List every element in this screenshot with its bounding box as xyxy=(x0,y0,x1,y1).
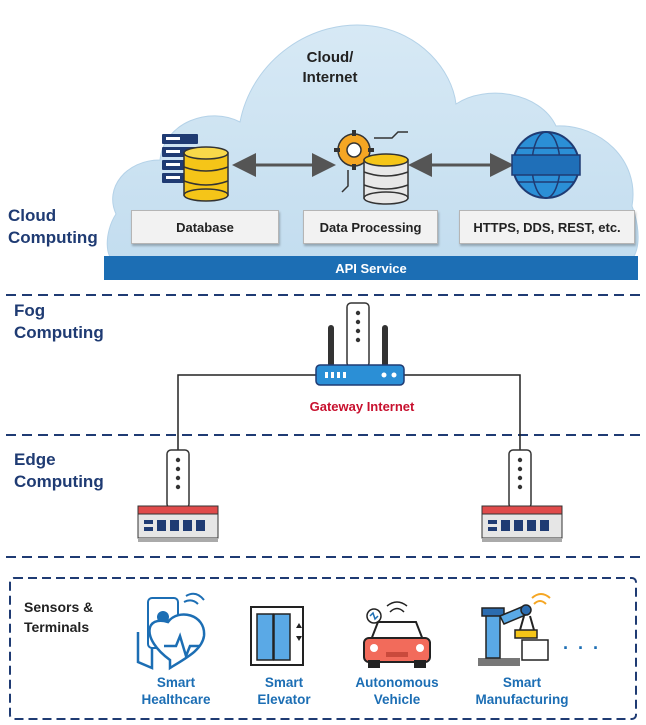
sensors-terminals-title: Sensors & Terminals xyxy=(24,599,94,635)
terminal-label-healthcare: Smart Healthcare xyxy=(141,675,211,707)
gateway-right-link xyxy=(404,374,521,458)
www-globe-icon xyxy=(511,131,581,199)
cloud-internet-title: Cloud/ Internet xyxy=(302,49,358,86)
database-box: Database xyxy=(131,210,279,244)
network-switch-icon xyxy=(481,449,563,542)
data-processing-gear-icon xyxy=(334,130,409,205)
terminal-label-manufacturing: Smart Manufacturing xyxy=(475,675,569,707)
cloud-shape xyxy=(106,24,639,263)
data-processing-box: Data Processing xyxy=(303,210,438,244)
router-icon xyxy=(315,302,405,386)
database-server-icon xyxy=(162,134,229,202)
gateway-internet-label: Gateway Internet xyxy=(309,399,415,414)
robot-arm-icon xyxy=(478,593,551,666)
autonomous-vehicle-icon xyxy=(363,601,431,668)
protocols-box: HTTPS, DDS, REST, etc. xyxy=(459,210,635,244)
elevator-icon xyxy=(250,606,304,666)
terminal-label-vehicle: Autonomous Vehicle xyxy=(355,675,439,707)
smart-healthcare-icon xyxy=(136,592,206,671)
cloud-computing-label: Cloud Computing xyxy=(8,206,98,247)
gateway-left-link xyxy=(177,374,318,458)
terminal-label-elevator: Smart Elevator xyxy=(257,675,311,707)
edge-computing-label: Edge Computing xyxy=(14,450,104,491)
more-terminals-ellipsis: · · · xyxy=(563,638,601,658)
fog-computing-label: Fog Computing xyxy=(14,301,104,342)
sensors-terminals-box xyxy=(9,577,637,720)
network-switch-icon xyxy=(137,449,219,542)
api-service-bar: API Service xyxy=(104,256,638,280)
